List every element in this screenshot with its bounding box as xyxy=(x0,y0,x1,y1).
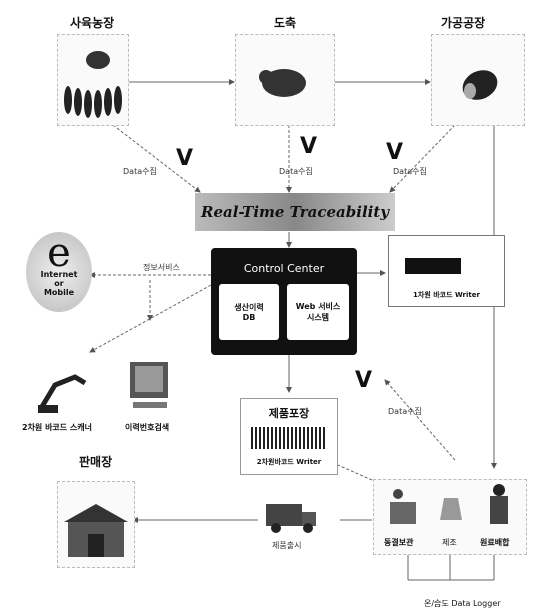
check-mark-1: V xyxy=(176,146,194,171)
manufacture-label: 제조 xyxy=(442,538,457,547)
internet-e-icon: e xyxy=(47,230,71,276)
data-collect-label-4: Data수집 xyxy=(388,407,422,416)
processing-icons xyxy=(390,484,508,524)
pigs-icon xyxy=(64,51,122,118)
scanner-label: 2차원 바코드 스캐너 xyxy=(22,423,93,432)
data-logger-label: 온/습도 Data Logger xyxy=(424,599,501,608)
store-building-icon xyxy=(64,504,128,557)
computer-icon xyxy=(130,362,168,408)
data-collect-label-2: Data수집 xyxy=(279,167,313,176)
packaging-writer-label: 2차원바코드 Writer xyxy=(256,458,322,466)
farm-image xyxy=(57,34,129,126)
truck-icon xyxy=(266,504,316,533)
barcode-2d-icon xyxy=(251,427,325,449)
pig-icon xyxy=(259,69,306,97)
store-image xyxy=(57,481,135,568)
internet-label: Internet or Mobile xyxy=(40,270,78,297)
search-label: 이력번호검색 xyxy=(125,423,170,432)
packaging-box: 제품포장 2차원바코드 Writer xyxy=(240,398,338,475)
truck-image xyxy=(262,500,322,535)
check-mark-2: V xyxy=(300,134,318,159)
web-service-box: Web 서비스 시스템 xyxy=(287,284,349,340)
scanner-image xyxy=(30,365,100,415)
info-service-label: 정보서비스 xyxy=(143,263,180,272)
writer-1d-box: 1차원 바코드 Writer xyxy=(388,235,505,307)
shipping-label: 제품출시 xyxy=(272,541,302,550)
check-mark-4: V xyxy=(355,368,373,393)
cold-storage-label: 동결보관 xyxy=(384,538,414,547)
factory-title: 가공공장 xyxy=(441,16,486,30)
control-center-title: Control Center xyxy=(243,262,325,275)
computer-image xyxy=(125,360,175,412)
farm-title: 사육농장 xyxy=(70,16,115,30)
factory-image xyxy=(431,34,525,126)
packaging-title: 제품포장 xyxy=(268,407,310,420)
check-mark-3: V xyxy=(386,140,404,165)
control-center: Control Center 생산이력 DB Web 서비스 시스템 xyxy=(211,248,357,355)
store-title: 판매장 xyxy=(79,455,113,469)
processing-box: 동결보관 제조 원료배합 xyxy=(373,479,527,555)
slaughter-title: 도축 xyxy=(274,16,297,30)
db-box: 생산이력 DB xyxy=(219,284,279,340)
data-collect-label-1: Data수집 xyxy=(123,167,157,176)
data-collect-label-3: Data수집 xyxy=(393,167,427,176)
writer-1d-label: 1차원 바코드 Writer xyxy=(413,291,480,299)
mixing-label: 원료배합 xyxy=(480,538,510,547)
slaughter-image xyxy=(235,34,335,126)
scanner-icon xyxy=(37,374,87,413)
traceability-banner: Real-Time Traceability xyxy=(195,193,395,231)
barcode-1d-icon xyxy=(405,258,461,274)
internet-globe: e Internet or Mobile xyxy=(26,230,92,312)
meat-roll-icon xyxy=(462,70,498,100)
